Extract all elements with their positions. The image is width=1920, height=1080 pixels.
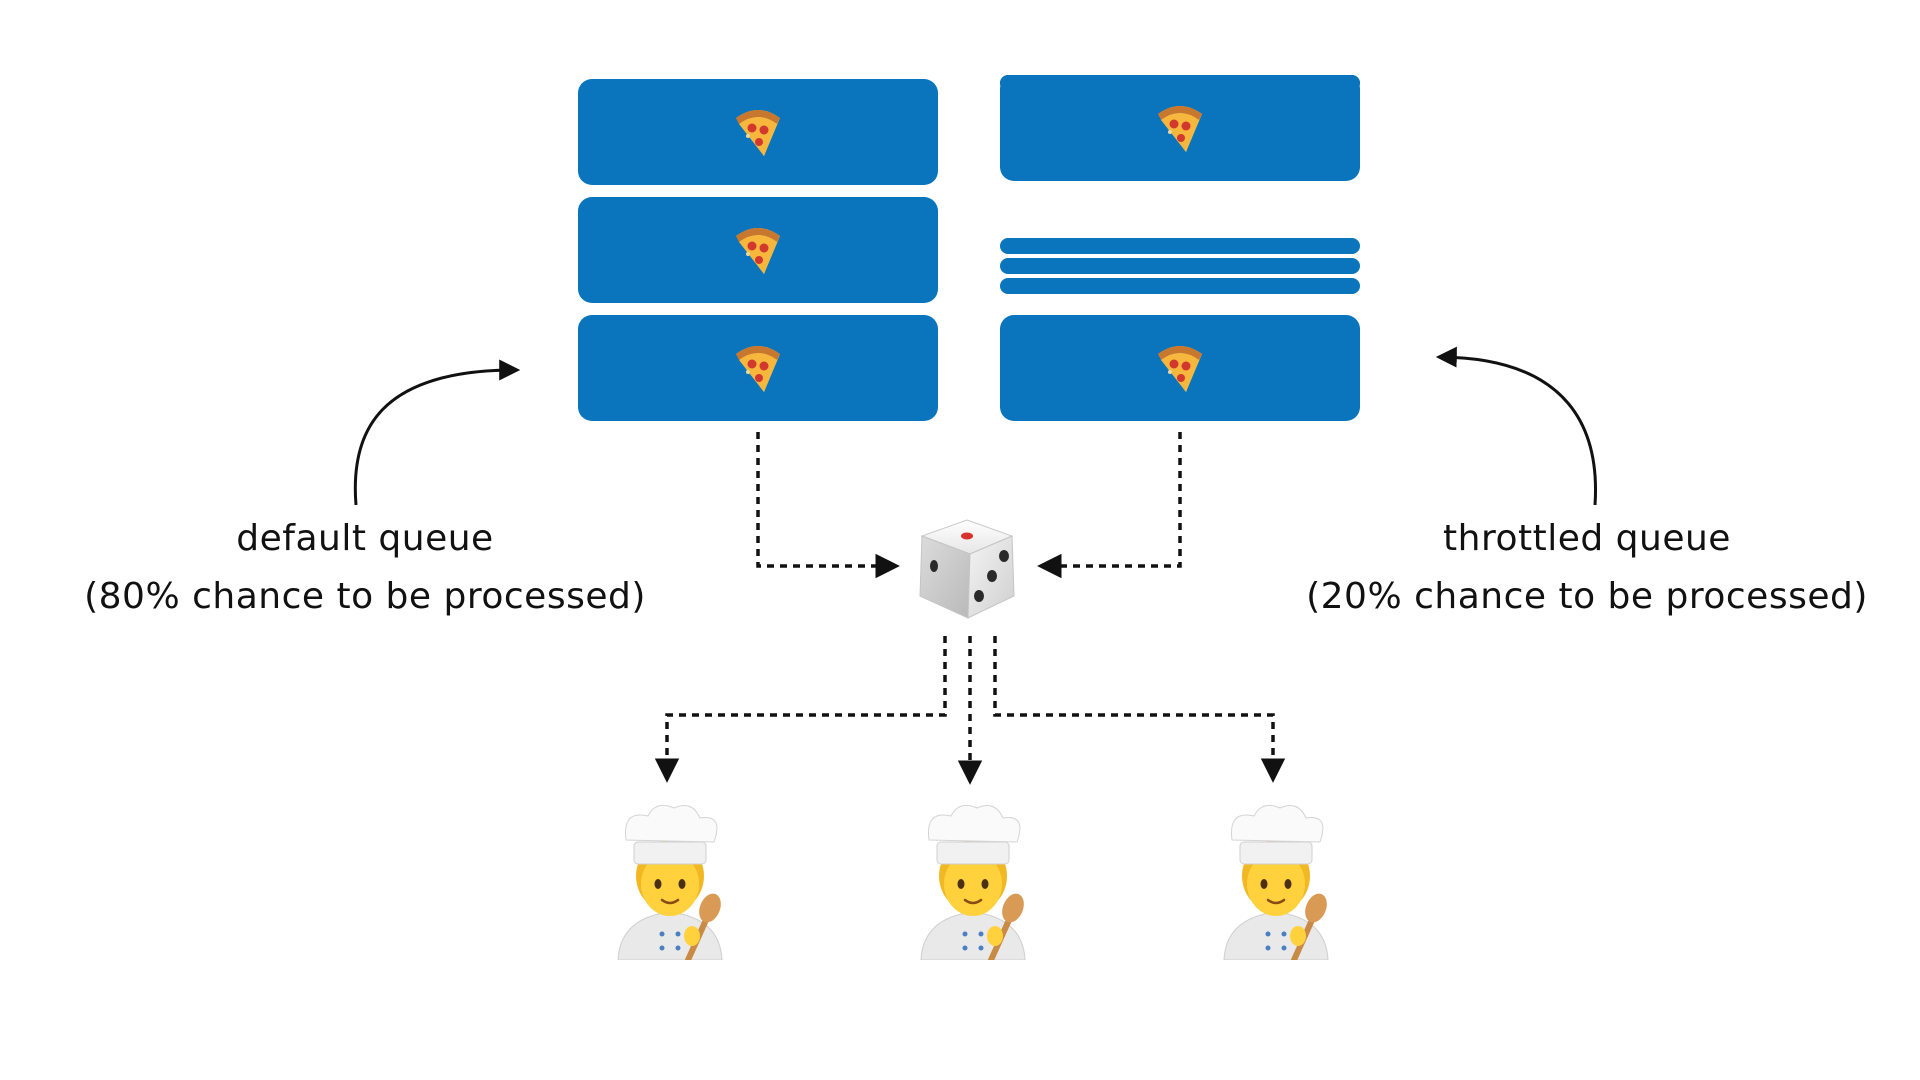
default-queue-label: default queue (80% chance to be processe… [60,510,670,626]
chef-icon [903,800,1043,960]
throttled-label-arrow [1435,346,1598,506]
default-job-1 [578,79,938,185]
chef-icon [600,800,740,960]
throttled-queue-chance: (20% chance to be processed) [1306,576,1868,617]
default-to-dice-arrow [756,432,900,579]
default-queue [578,75,938,423]
default-queue-title: default queue [236,518,494,559]
throttled-to-dice-arrow [1037,432,1182,579]
throttled-thin-job [1000,238,1360,254]
pizza-icon [734,106,782,158]
dice-to-chef-3-arrow [993,636,1286,783]
default-job-2 [578,197,938,303]
pizza-icon [1156,342,1204,394]
default-queue-chance: (80% chance to be processed) [84,576,646,617]
pizza-icon [1156,102,1204,154]
throttled-job-1 [1000,75,1360,181]
throttled-queue-title: throttled queue [1443,518,1731,559]
throttled-thin-job [1000,75,1360,91]
pizza-icon [734,224,782,276]
throttled-queue [1000,75,1360,423]
throttled-job-2 [1000,315,1360,421]
dice-icon [919,519,1015,619]
dice-to-chef-1-arrow [654,636,947,783]
chef-icon [1206,800,1346,960]
default-label-arrow [353,359,521,506]
throttled-thin-job [1000,258,1360,274]
throttled-queue-label: throttled queue (20% chance to be proces… [1282,510,1892,626]
default-job-3 [578,315,938,421]
pizza-icon [734,342,782,394]
throttled-thin-job [1000,278,1360,294]
